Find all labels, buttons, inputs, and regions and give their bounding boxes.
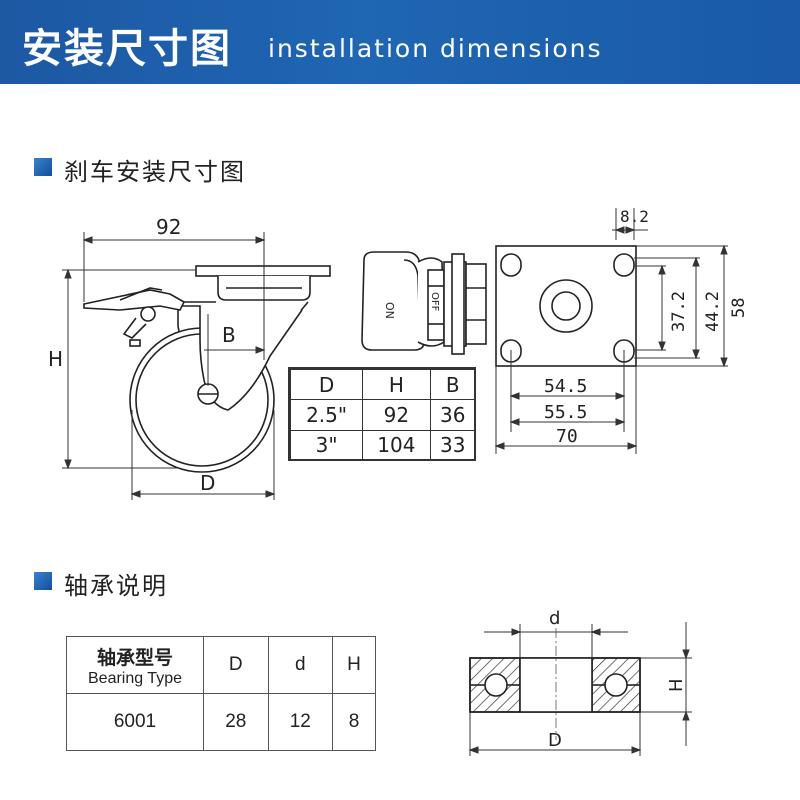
- brake-table-header-h: H: [362, 368, 431, 401]
- mount-hole: [500, 253, 522, 277]
- dim-70-label: 70: [556, 426, 578, 447]
- brake-table-cell: 2.5": [289, 399, 364, 431]
- brake-lever: [83, 289, 186, 311]
- caster-top-view: ON OFF 8.2 37.2 44.2 58 54.5 55.5 70: [361, 207, 748, 454]
- brake-table-cell: 33: [429, 429, 477, 462]
- side-height-label: H: [48, 347, 63, 371]
- mount-hole: [613, 253, 635, 277]
- bearing-type-value: 6001: [66, 693, 204, 751]
- side-d-label: D: [200, 471, 215, 495]
- header-banner: 安装尺寸图 installation dimensions: [0, 0, 800, 84]
- side-b-label: B: [222, 323, 236, 347]
- table-row: 3" 104 33: [289, 429, 477, 462]
- bearing-header-en: Bearing Type: [88, 669, 182, 687]
- brake-table-cell: 3": [289, 429, 364, 462]
- bearing-H-value: 8: [332, 693, 376, 751]
- bearing-d-label: d: [549, 608, 560, 629]
- bearing-header-type: 轴承型号 Bearing Type: [66, 636, 204, 694]
- section-title-brake: 刹车安装尺寸图: [64, 158, 246, 186]
- brake-table-header-d: D: [289, 368, 364, 401]
- bearing-D-label: D: [548, 730, 562, 751]
- bearing-header-cn: 轴承型号: [96, 647, 173, 669]
- header-subtitle: installation dimensions: [268, 34, 603, 63]
- bearing-ball: [604, 673, 628, 697]
- bearing-D-value: 28: [203, 693, 269, 751]
- brake-table-cell: 104: [362, 429, 431, 462]
- bearing-section-view: d D H: [468, 608, 692, 756]
- center-hole: [539, 279, 593, 333]
- section-title-bearing: 轴承说明: [64, 572, 168, 600]
- dim-37-label: 37.2: [669, 291, 689, 332]
- brake-table-header-b: B: [429, 368, 477, 401]
- table-row: 6001 28 12 8: [66, 693, 376, 751]
- brake-table: D H B 2.5" 92 36 3" 104 33: [289, 368, 477, 462]
- bearing-header-D: D: [203, 636, 269, 694]
- bearing-d-value: 12: [267, 693, 334, 751]
- table-row: D H B: [289, 368, 477, 401]
- top-plate: [195, 265, 331, 277]
- bearing-ball: [484, 673, 508, 697]
- dim-545-label: 54.5: [544, 376, 587, 397]
- table-row: 2.5" 92 36: [289, 399, 477, 431]
- bearing-table: 轴承型号 Bearing Type D d H 6001 28 12 8: [66, 636, 376, 751]
- pedal-on-label: ON: [383, 302, 396, 319]
- side-width-label: 92: [156, 215, 181, 239]
- pedal-off-label: OFF: [429, 292, 440, 312]
- brake-table-cell: 36: [429, 399, 477, 431]
- header-title: 安装尺寸图: [22, 26, 232, 72]
- dim-hole-label: 8.2: [620, 207, 649, 226]
- dim-58-label: 58: [729, 298, 748, 318]
- section-marker-icon: [34, 572, 52, 590]
- dim-44-label: 44.2: [703, 291, 723, 332]
- bearing-header-d: d: [267, 636, 334, 694]
- dim-555-label: 55.5: [544, 402, 587, 423]
- caster-side-view: 92 H B D: [48, 215, 331, 500]
- bearing-header-H: H: [332, 636, 376, 694]
- table-row: 轴承型号 Bearing Type D d H: [66, 636, 376, 694]
- section-marker-icon: [34, 158, 52, 176]
- bearing-H-label: H: [666, 678, 687, 692]
